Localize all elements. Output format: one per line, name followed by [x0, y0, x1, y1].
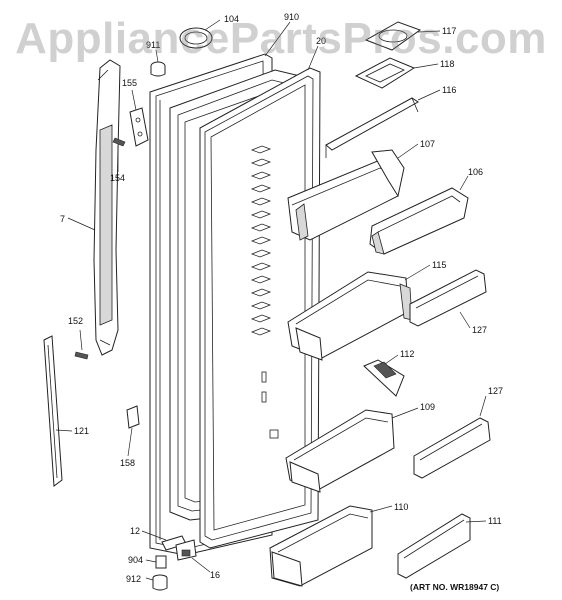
- guard-111: [397, 513, 471, 579]
- label-107: 107: [420, 139, 435, 149]
- liner-rib: [250, 210, 272, 219]
- liner-rib: [250, 249, 272, 258]
- liner-rib: [250, 223, 272, 232]
- bushing-911: [150, 61, 166, 77]
- art-number: (ART NO. WR18947 C): [410, 582, 499, 592]
- label-117: 117: [442, 26, 456, 36]
- label-16: 16: [210, 570, 220, 580]
- part-118: [354, 57, 416, 89]
- label-155: 155: [122, 78, 137, 88]
- pin-904: [155, 555, 167, 569]
- liner-shelf-ribs: [250, 145, 272, 336]
- label-158: 158: [120, 458, 135, 468]
- label-116: 116: [442, 85, 456, 95]
- cap-104: [179, 27, 213, 49]
- label-111: 111: [488, 516, 502, 526]
- label-104: 104: [224, 14, 239, 24]
- label-109: 109: [420, 402, 435, 412]
- label-912: 912: [126, 574, 141, 584]
- label-12: 12: [130, 526, 140, 536]
- bin-110: [269, 505, 373, 587]
- bin-106: [369, 187, 469, 255]
- pin-912: [152, 574, 168, 591]
- door-handle: [93, 59, 121, 356]
- hinge-16: [175, 539, 197, 561]
- label-112: 112: [400, 349, 414, 359]
- liner-rib: [250, 145, 272, 154]
- liner-rib: [250, 236, 272, 245]
- bin-109: [285, 409, 395, 493]
- liner-rib: [250, 327, 272, 336]
- door-gasket: [199, 67, 321, 549]
- rail-116: [325, 97, 419, 158]
- bin-115: [287, 271, 413, 361]
- label-110: 110: [394, 502, 408, 512]
- liner-rib: [250, 197, 272, 206]
- part-labels: 104 910 911 20 117 118 116 155 154 107 1…: [60, 12, 503, 584]
- liner-rib: [250, 262, 272, 271]
- label-106: 106: [468, 167, 483, 177]
- label-152: 152: [68, 316, 83, 326]
- liner-rib: [250, 184, 272, 193]
- label-910: 910: [284, 12, 299, 22]
- label-904: 904: [128, 555, 143, 565]
- liner-rib: [250, 158, 272, 167]
- leader-lines: [55, 19, 487, 581]
- screw-152: [74, 351, 89, 360]
- part-112: [363, 359, 405, 397]
- guard-127b: [413, 417, 491, 479]
- liner-rib: [250, 288, 272, 297]
- label-154: 154: [110, 173, 125, 183]
- label-127-lower: 127: [488, 386, 503, 396]
- label-127-upper: 127: [472, 325, 487, 335]
- label-7: 7: [60, 214, 65, 224]
- screw-154: [112, 137, 126, 147]
- guard-127a: [409, 269, 487, 327]
- bin-107: [287, 149, 405, 241]
- label-115: 115: [432, 260, 446, 270]
- handle-trim: [43, 335, 63, 487]
- liner-rib: [250, 314, 272, 323]
- liner-rib: [250, 171, 272, 180]
- label-911: 911: [146, 40, 160, 50]
- label-118: 118: [440, 59, 454, 69]
- label-20: 20: [316, 36, 326, 46]
- label-121: 121: [74, 426, 89, 436]
- liner-rib: [250, 301, 272, 310]
- part-117: [364, 21, 422, 51]
- block-158: [126, 405, 140, 429]
- liner-slots: [261, 371, 279, 439]
- liner-rib: [250, 275, 272, 284]
- hinge-bracket: [129, 107, 149, 147]
